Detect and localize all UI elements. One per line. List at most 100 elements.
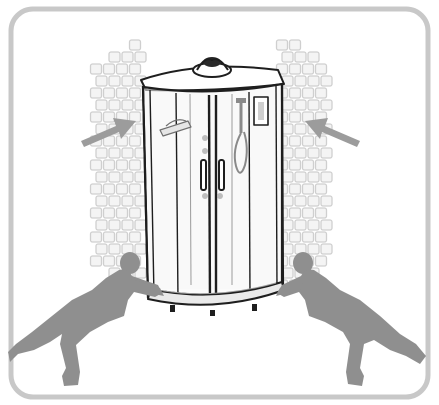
wall-tile — [303, 160, 314, 170]
wall-tile — [308, 196, 319, 206]
left-door-handle-icon — [201, 160, 206, 190]
wall-tile — [295, 220, 306, 230]
wall-tile — [282, 148, 293, 158]
wall-tile — [290, 208, 301, 218]
shower-bracket-icon — [236, 98, 246, 103]
wall-tile — [104, 64, 115, 74]
wall-tile — [282, 172, 293, 182]
wall-tile — [117, 184, 128, 194]
wall-tile — [303, 136, 314, 146]
wall-tile — [316, 208, 327, 218]
body-jet-icon — [202, 148, 208, 154]
wall-tile — [109, 244, 120, 254]
wall-tile — [117, 64, 128, 74]
wall-tile — [295, 148, 306, 158]
wall-tile — [96, 196, 107, 206]
wall-tile — [122, 172, 133, 182]
wall-tile — [295, 76, 306, 86]
wall-tile — [91, 232, 102, 242]
wall-tile — [290, 112, 301, 122]
wall-tile — [282, 52, 293, 62]
wall-tile — [117, 232, 128, 242]
wall-tile — [104, 112, 115, 122]
wall-tile — [91, 184, 102, 194]
wall-tile — [135, 244, 146, 254]
wall-tile — [104, 232, 115, 242]
wall-tile — [303, 64, 314, 74]
wall-tile — [109, 100, 120, 110]
control-panel-screen — [258, 102, 264, 120]
body-jet-icon — [217, 193, 223, 199]
door-right-edge — [249, 92, 250, 298]
cabin-foot-icon — [170, 305, 175, 312]
wall-tile — [321, 220, 332, 230]
wall-tile — [91, 64, 102, 74]
wall-tile — [290, 136, 301, 146]
wall-tile — [135, 52, 146, 62]
wall-tile — [316, 136, 327, 146]
wall-tile — [308, 148, 319, 158]
wall-tile — [316, 88, 327, 98]
wall-tile — [91, 208, 102, 218]
wall-tile — [96, 172, 107, 182]
wall-tile — [290, 232, 301, 242]
wall-tile — [303, 184, 314, 194]
wall-tile — [303, 88, 314, 98]
wall-tile — [135, 220, 146, 230]
wall-tile — [122, 148, 133, 158]
wall-tile — [104, 208, 115, 218]
wall-tile — [96, 244, 107, 254]
wall-tile — [104, 88, 115, 98]
wall-tile — [303, 232, 314, 242]
wall-tile — [316, 256, 327, 266]
wall-tile — [122, 100, 133, 110]
wall-tile — [308, 220, 319, 230]
wall-tile — [109, 76, 120, 86]
wall-tile — [104, 184, 115, 194]
wall-tile — [130, 136, 141, 146]
wall-tile — [122, 76, 133, 86]
wall-tile — [96, 100, 107, 110]
wall-tile — [122, 220, 133, 230]
wall-tile — [321, 172, 332, 182]
wall-tile — [130, 208, 141, 218]
wall-tile — [308, 244, 319, 254]
door-center-left — [209, 95, 210, 305]
body-jet-icon — [202, 135, 208, 141]
wall-tile — [295, 100, 306, 110]
wall-tile — [109, 148, 120, 158]
wall-tile — [308, 100, 319, 110]
wall-tile — [290, 40, 301, 50]
wall-tile — [104, 160, 115, 170]
wall-tile — [321, 100, 332, 110]
wall-tile — [130, 64, 141, 74]
wall-tile — [117, 208, 128, 218]
wall-tile — [130, 232, 141, 242]
wall-tile — [96, 76, 107, 86]
wall-tile — [117, 160, 128, 170]
right-post — [282, 84, 283, 288]
wall-tile — [96, 148, 107, 158]
wall-tile — [321, 148, 332, 158]
wall-tile — [321, 76, 332, 86]
shower-cabin-icon — [141, 57, 284, 316]
wall-tile — [91, 256, 102, 266]
wall-tile — [109, 172, 120, 182]
wall-tile — [316, 184, 327, 194]
wall-tile — [109, 220, 120, 230]
wall-tile — [321, 244, 332, 254]
wall-tile — [290, 88, 301, 98]
wall-tile — [295, 172, 306, 182]
left-tile-wall-icon — [91, 40, 147, 290]
wall-tile — [295, 124, 306, 134]
wall-tile — [290, 160, 301, 170]
wall-tile — [130, 88, 141, 98]
wall-tile — [135, 196, 146, 206]
wall-tile — [96, 220, 107, 230]
wall-tile — [109, 196, 120, 206]
wall-tile — [316, 232, 327, 242]
wall-tile — [308, 52, 319, 62]
right-door-handle-icon — [219, 160, 224, 190]
wall-tile — [122, 52, 133, 62]
